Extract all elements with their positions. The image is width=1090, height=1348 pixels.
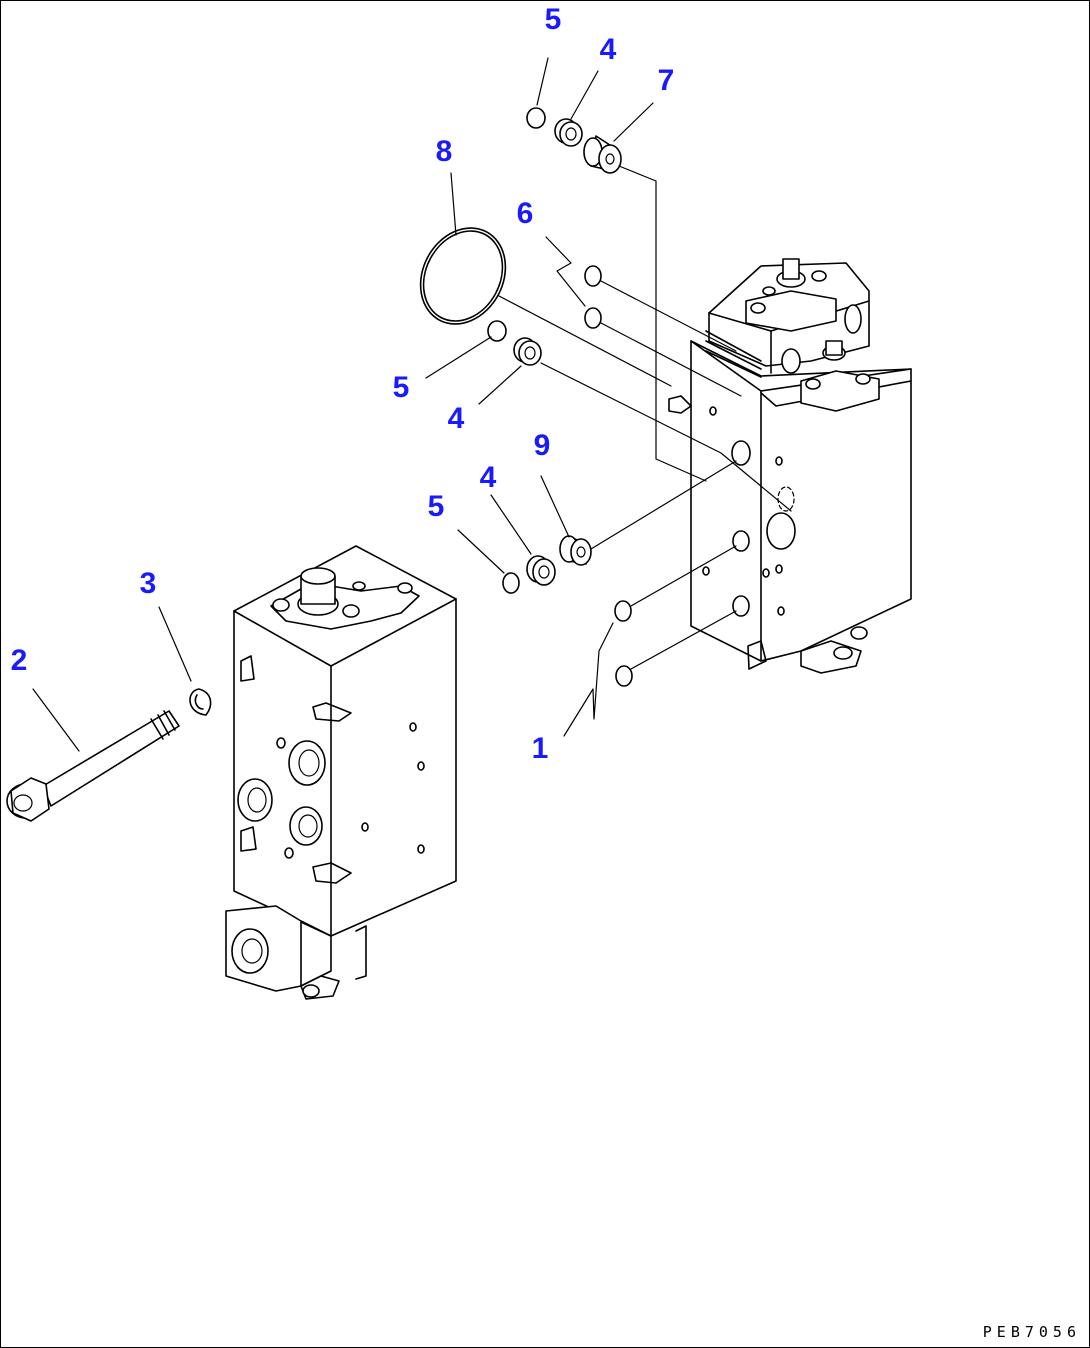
callout-5-top: 5 (544, 3, 562, 36)
callout-5-low: 5 (427, 490, 445, 523)
o-ring-8 (419, 227, 507, 325)
right-valve-body (668, 258, 912, 674)
collar-9 (559, 535, 592, 566)
callout-7: 7 (657, 64, 675, 97)
backup-ring-4-mid (513, 337, 542, 366)
callout-3: 3 (139, 567, 157, 600)
callout-5-mid: 5 (392, 371, 410, 404)
callout-1: 1 (531, 732, 549, 765)
callout-4-low: 4 (479, 461, 497, 494)
callout-8: 8 (435, 135, 453, 168)
o-rings-6 (584, 265, 602, 329)
tie-bolt (6, 710, 180, 822)
callout-4-mid: 4 (447, 402, 465, 435)
seal-5-top (526, 107, 546, 129)
left-valve-body (225, 545, 457, 1000)
callout-4-top: 4 (599, 33, 617, 66)
backup-ring-4-low (526, 555, 556, 586)
seal-5-low (502, 572, 520, 594)
plug-7 (583, 135, 622, 174)
alignment-lines (498, 165, 792, 670)
washer-3 (189, 688, 212, 716)
seal-5-mid (487, 320, 507, 342)
backup-ring-4-top (554, 118, 583, 147)
drawing-code: PEB7056 (982, 1323, 1081, 1341)
callout-2: 2 (10, 644, 28, 677)
callout-6: 6 (516, 197, 534, 230)
o-rings-1 (614, 600, 633, 687)
leader-lines (32, 57, 654, 752)
callout-9: 9 (533, 429, 551, 462)
